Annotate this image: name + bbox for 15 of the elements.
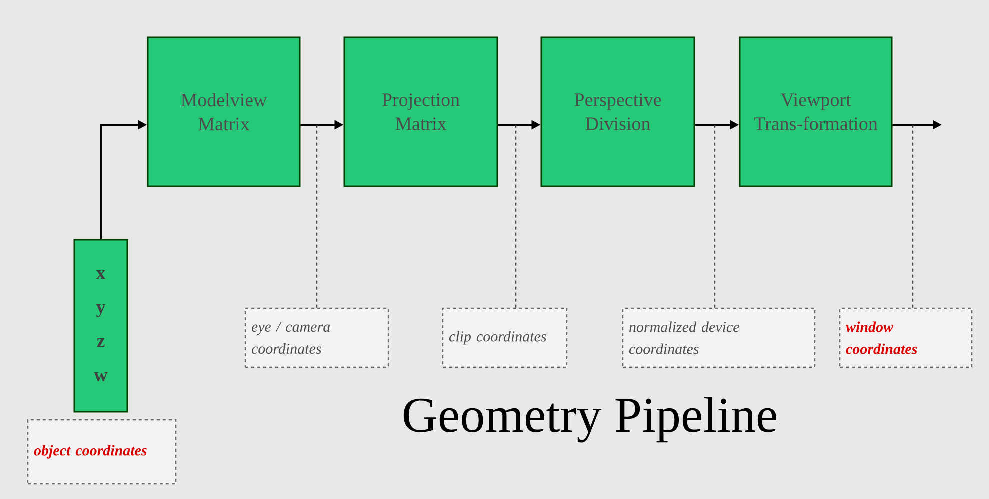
process-box: Modelview Matrix xyxy=(147,36,301,188)
note-box: eye / camera coordinates xyxy=(244,308,390,368)
diagram-title: Geometry Pipeline xyxy=(404,397,776,443)
leader-line xyxy=(714,125,716,308)
process-box: Perspective Division xyxy=(540,36,696,188)
process-box: Projection Matrix xyxy=(344,36,498,188)
note-box: window coordinates xyxy=(839,308,973,368)
note-box: object coordinates xyxy=(27,419,177,485)
coordinate-box: x y z w xyxy=(74,239,128,413)
leader-line xyxy=(912,125,914,308)
note-box: clip coordinates xyxy=(442,308,568,368)
leader-line xyxy=(316,125,318,308)
leader-line xyxy=(515,125,517,308)
note-box: normalized device coordinates xyxy=(622,308,816,368)
process-box: Viewport Trans-formation xyxy=(739,36,893,188)
